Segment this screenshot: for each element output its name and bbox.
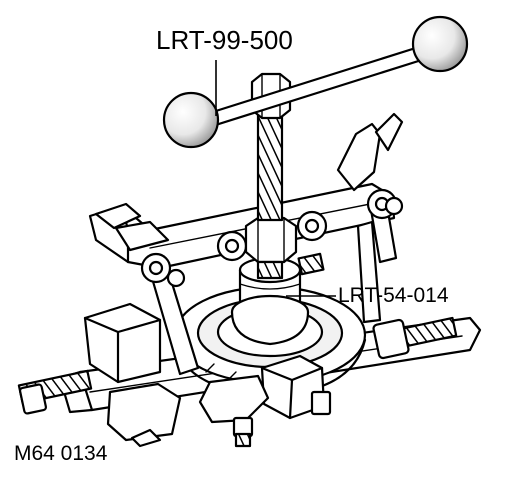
callout-label-adapter-tool: LRT-54-014	[338, 284, 449, 307]
lower-left-clamp-block	[83, 302, 162, 384]
lower-center-clamp	[198, 374, 270, 424]
lower-studs	[232, 390, 332, 448]
callout-label-handle-tool: LRT-99-500	[156, 25, 293, 55]
lower-right-threaded-rod	[372, 316, 458, 360]
callout-leaders	[215, 60, 336, 297]
beam-nuts	[140, 188, 404, 288]
figure-reference-code: M64 0134	[14, 442, 108, 465]
lower-left-threaded-rod	[17, 369, 93, 415]
lower-front-clamp	[106, 382, 182, 448]
coupling-nut	[244, 216, 298, 264]
right-side-stud	[297, 252, 325, 276]
upper-right-hook-arm	[336, 112, 404, 192]
tommy-bar-handle	[162, 15, 469, 149]
upper-left-bracket	[94, 202, 170, 252]
